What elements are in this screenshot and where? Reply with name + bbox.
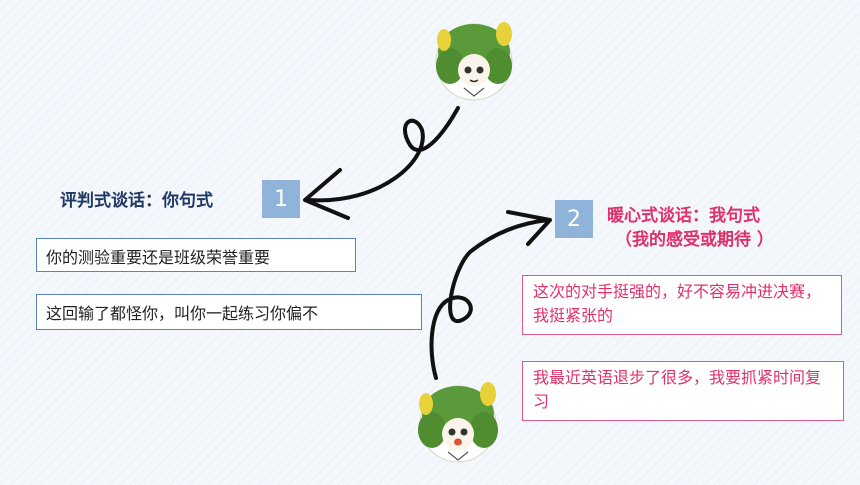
arrow-to-left: [306, 106, 460, 203]
arrow-head-left: [303, 168, 350, 220]
right-heading-line2: （我的感受或期待 ）: [615, 230, 774, 250]
right-example-2: 我最近英语退步了很多，我要抓紧时间复习: [522, 361, 844, 421]
right-heading-line1: 暖心式谈话：我句式: [607, 206, 760, 226]
right-heading: 暖心式谈话：我句式 （我的感受或期待 ）: [607, 204, 774, 252]
arrow-to-right: [429, 218, 550, 380]
arrow-head-right: [506, 210, 552, 246]
character-illustration-bottom: [418, 382, 498, 463]
character-illustration-top: [435, 22, 513, 101]
number-badge-1: 1: [262, 180, 300, 218]
left-heading: 评判式谈话：你句式: [60, 191, 213, 211]
number-badge-2: 2: [555, 200, 593, 238]
right-example-1: 这次的对手挺强的，好不容易冲进决赛，我挺紧张的: [522, 275, 842, 335]
left-example-1: 你的测验重要还是班级荣誉重要: [36, 238, 356, 272]
left-example-2: 这回输了都怪你，叫你一起练习你偏不: [36, 294, 422, 330]
